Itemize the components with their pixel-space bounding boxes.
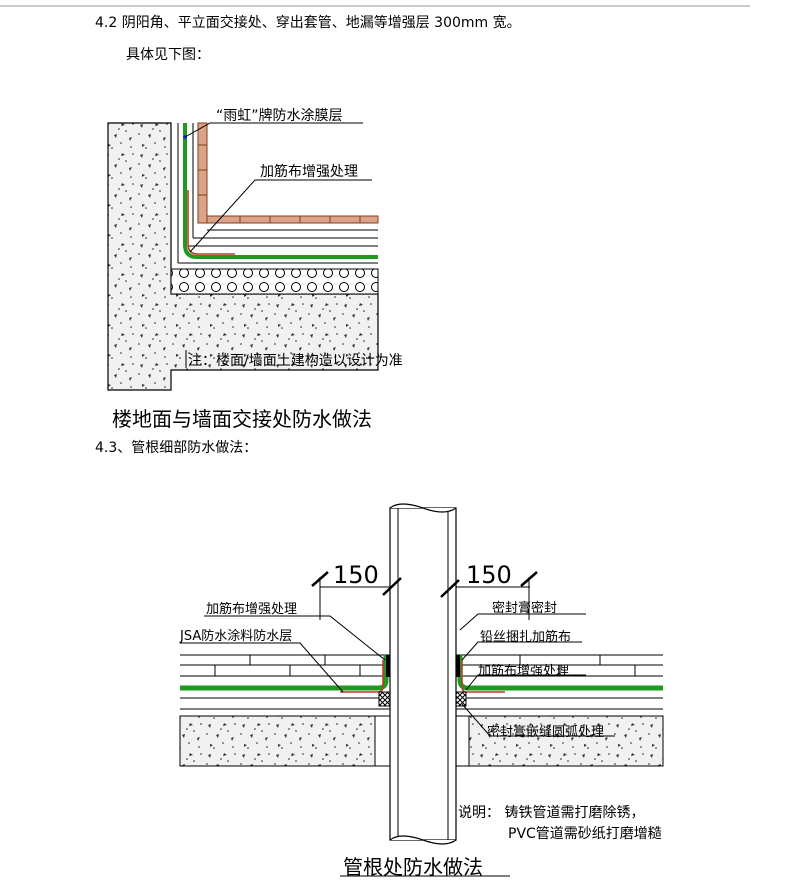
tile-horizontal	[206, 215, 379, 224]
dimension-right: 150	[466, 561, 512, 589]
figure2-caption: 管根处防水做法	[343, 855, 483, 879]
leader-coating	[184, 122, 363, 138]
leader-reinforce	[189, 179, 372, 253]
label-groove: 密封膏嵌缝圆弧处理	[487, 725, 605, 740]
figure1-wall-floor-detail	[107, 122, 379, 391]
pipe	[389, 507, 457, 841]
label-jsa: JSA防水涂料防水层	[180, 629, 293, 644]
figure1-caption: 楼地面与墙面交接处防水做法	[112, 407, 372, 431]
label-sealant: 密封膏密封	[492, 601, 558, 616]
figure2-note-line2: PVC管道需砂纸打磨增糙	[508, 826, 662, 842]
concrete-structure	[107, 122, 379, 391]
label-wire: 铅丝捆扎加筋布	[480, 630, 572, 645]
gravel-layer	[170, 268, 379, 295]
section-42-heading: 4.2 阴阳角、平立面交接处、穿出套管、地漏等增强层 300mm 宽。	[95, 15, 521, 31]
membrane-left	[180, 655, 389, 691]
figure2-note-line1: 说明： 铸铁管道需打磨除锈，	[458, 805, 645, 821]
label-reinforce: 加筋布增强处理	[260, 164, 358, 180]
section-43-heading: 4.3、管根细部防水做法：	[95, 440, 258, 456]
label-reinforce-right: 加筋布增强处理	[478, 664, 570, 679]
section-42-subtext: 具体见下图：	[126, 47, 210, 63]
slab-right	[468, 715, 664, 767]
waterproof-membrane	[183, 123, 378, 259]
tile-vertical	[197, 122, 208, 224]
figure2-pipe-detail	[179, 503, 664, 845]
label-reinforce-left: 加筋布增强处理	[206, 602, 298, 617]
label-coating: “雨虹”牌防水涂膜层	[216, 108, 343, 124]
slab-left	[179, 715, 376, 767]
figure1-note: 注：楼面/墙面土建构造以设计为准	[188, 353, 403, 369]
dimension-left: 150	[333, 561, 379, 589]
